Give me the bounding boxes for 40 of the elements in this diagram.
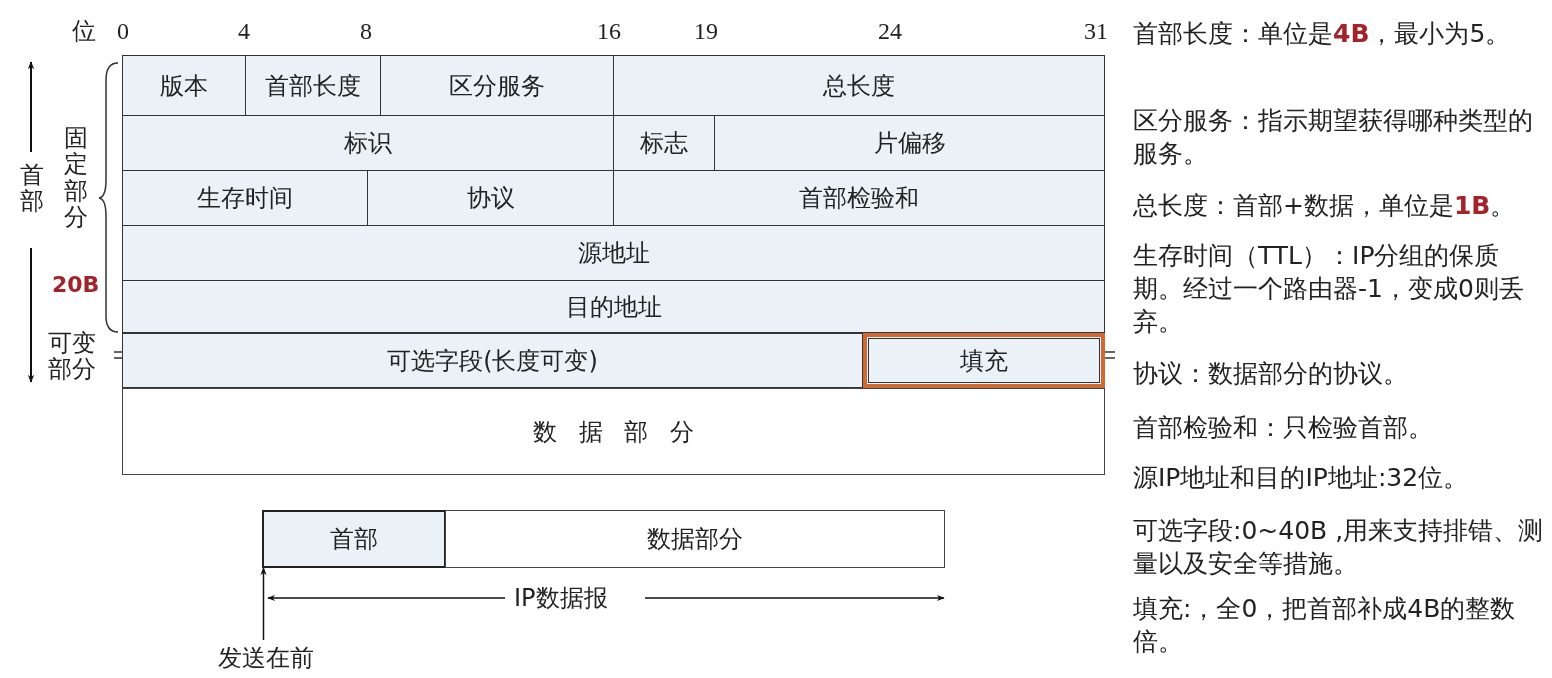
- field-cell: 首部检验和: [613, 170, 1105, 226]
- side-label: 首部: [20, 162, 44, 215]
- size-label: 20B: [52, 272, 100, 297]
- side-label: 位: [72, 18, 96, 45]
- bit-number: 24: [878, 18, 902, 45]
- note-text: 填充:，全0，把首部补成4B的整数倍。: [1133, 593, 1517, 658]
- field-cell: 数据部分: [445, 510, 945, 568]
- note-text: 生存时间（TTL）：IP分组的保质期。经过一个路由器-1，变成0则丢弃。: [1133, 240, 1525, 338]
- note-text: 可选字段:0~40B ,用来支持排错、测量以及安全等措施。: [1133, 515, 1545, 580]
- bit-number: 4: [238, 18, 250, 45]
- note-text: 总长度：首部+数据，单位是1B。: [1133, 190, 1517, 222]
- field-cell: 协议: [367, 170, 614, 226]
- field-cell: 首部长度: [245, 55, 381, 116]
- note-text: 首部长度：单位是4B，最小为5。: [1133, 18, 1512, 50]
- bit-number: 19: [694, 18, 718, 45]
- bit-number: 16: [597, 18, 621, 45]
- arrow: [260, 567, 267, 641]
- field-cell: 片偏移: [714, 115, 1105, 171]
- field-cell: 可选字段(长度可变): [122, 333, 863, 388]
- side-label: 固定部分: [64, 125, 88, 231]
- field-cell: 目的地址: [122, 280, 1105, 333]
- field-cell: 标识: [122, 115, 614, 171]
- note-text: 协议：数据部分的协议。: [1133, 358, 1409, 390]
- field-cell: 标志: [613, 115, 715, 171]
- caption-text: 发送在前: [200, 640, 332, 676]
- field-cell: 源地址: [122, 225, 1105, 281]
- bit-number: 0: [117, 18, 129, 45]
- side-label: 可变部分: [48, 330, 96, 383]
- field-cell: 生存时间: [122, 170, 368, 226]
- field-cell: 总长度: [613, 55, 1105, 116]
- field-cell: 版本: [122, 55, 246, 116]
- field-cell: 数据部分: [122, 388, 1105, 475]
- field-cell: 区分服务: [380, 55, 614, 116]
- field-cell: 首部: [262, 510, 446, 568]
- field-cell: 填充: [863, 333, 1105, 388]
- note-text: 源IP地址和目的IP地址:32位。: [1133, 462, 1470, 494]
- bit-number: 31: [1084, 18, 1108, 45]
- bit-number: 8: [360, 18, 372, 45]
- note-text: 首部检验和：只检验首部。: [1133, 412, 1434, 444]
- note-text: 区分服务：指示期望获得哪种类型的服务。: [1133, 105, 1534, 170]
